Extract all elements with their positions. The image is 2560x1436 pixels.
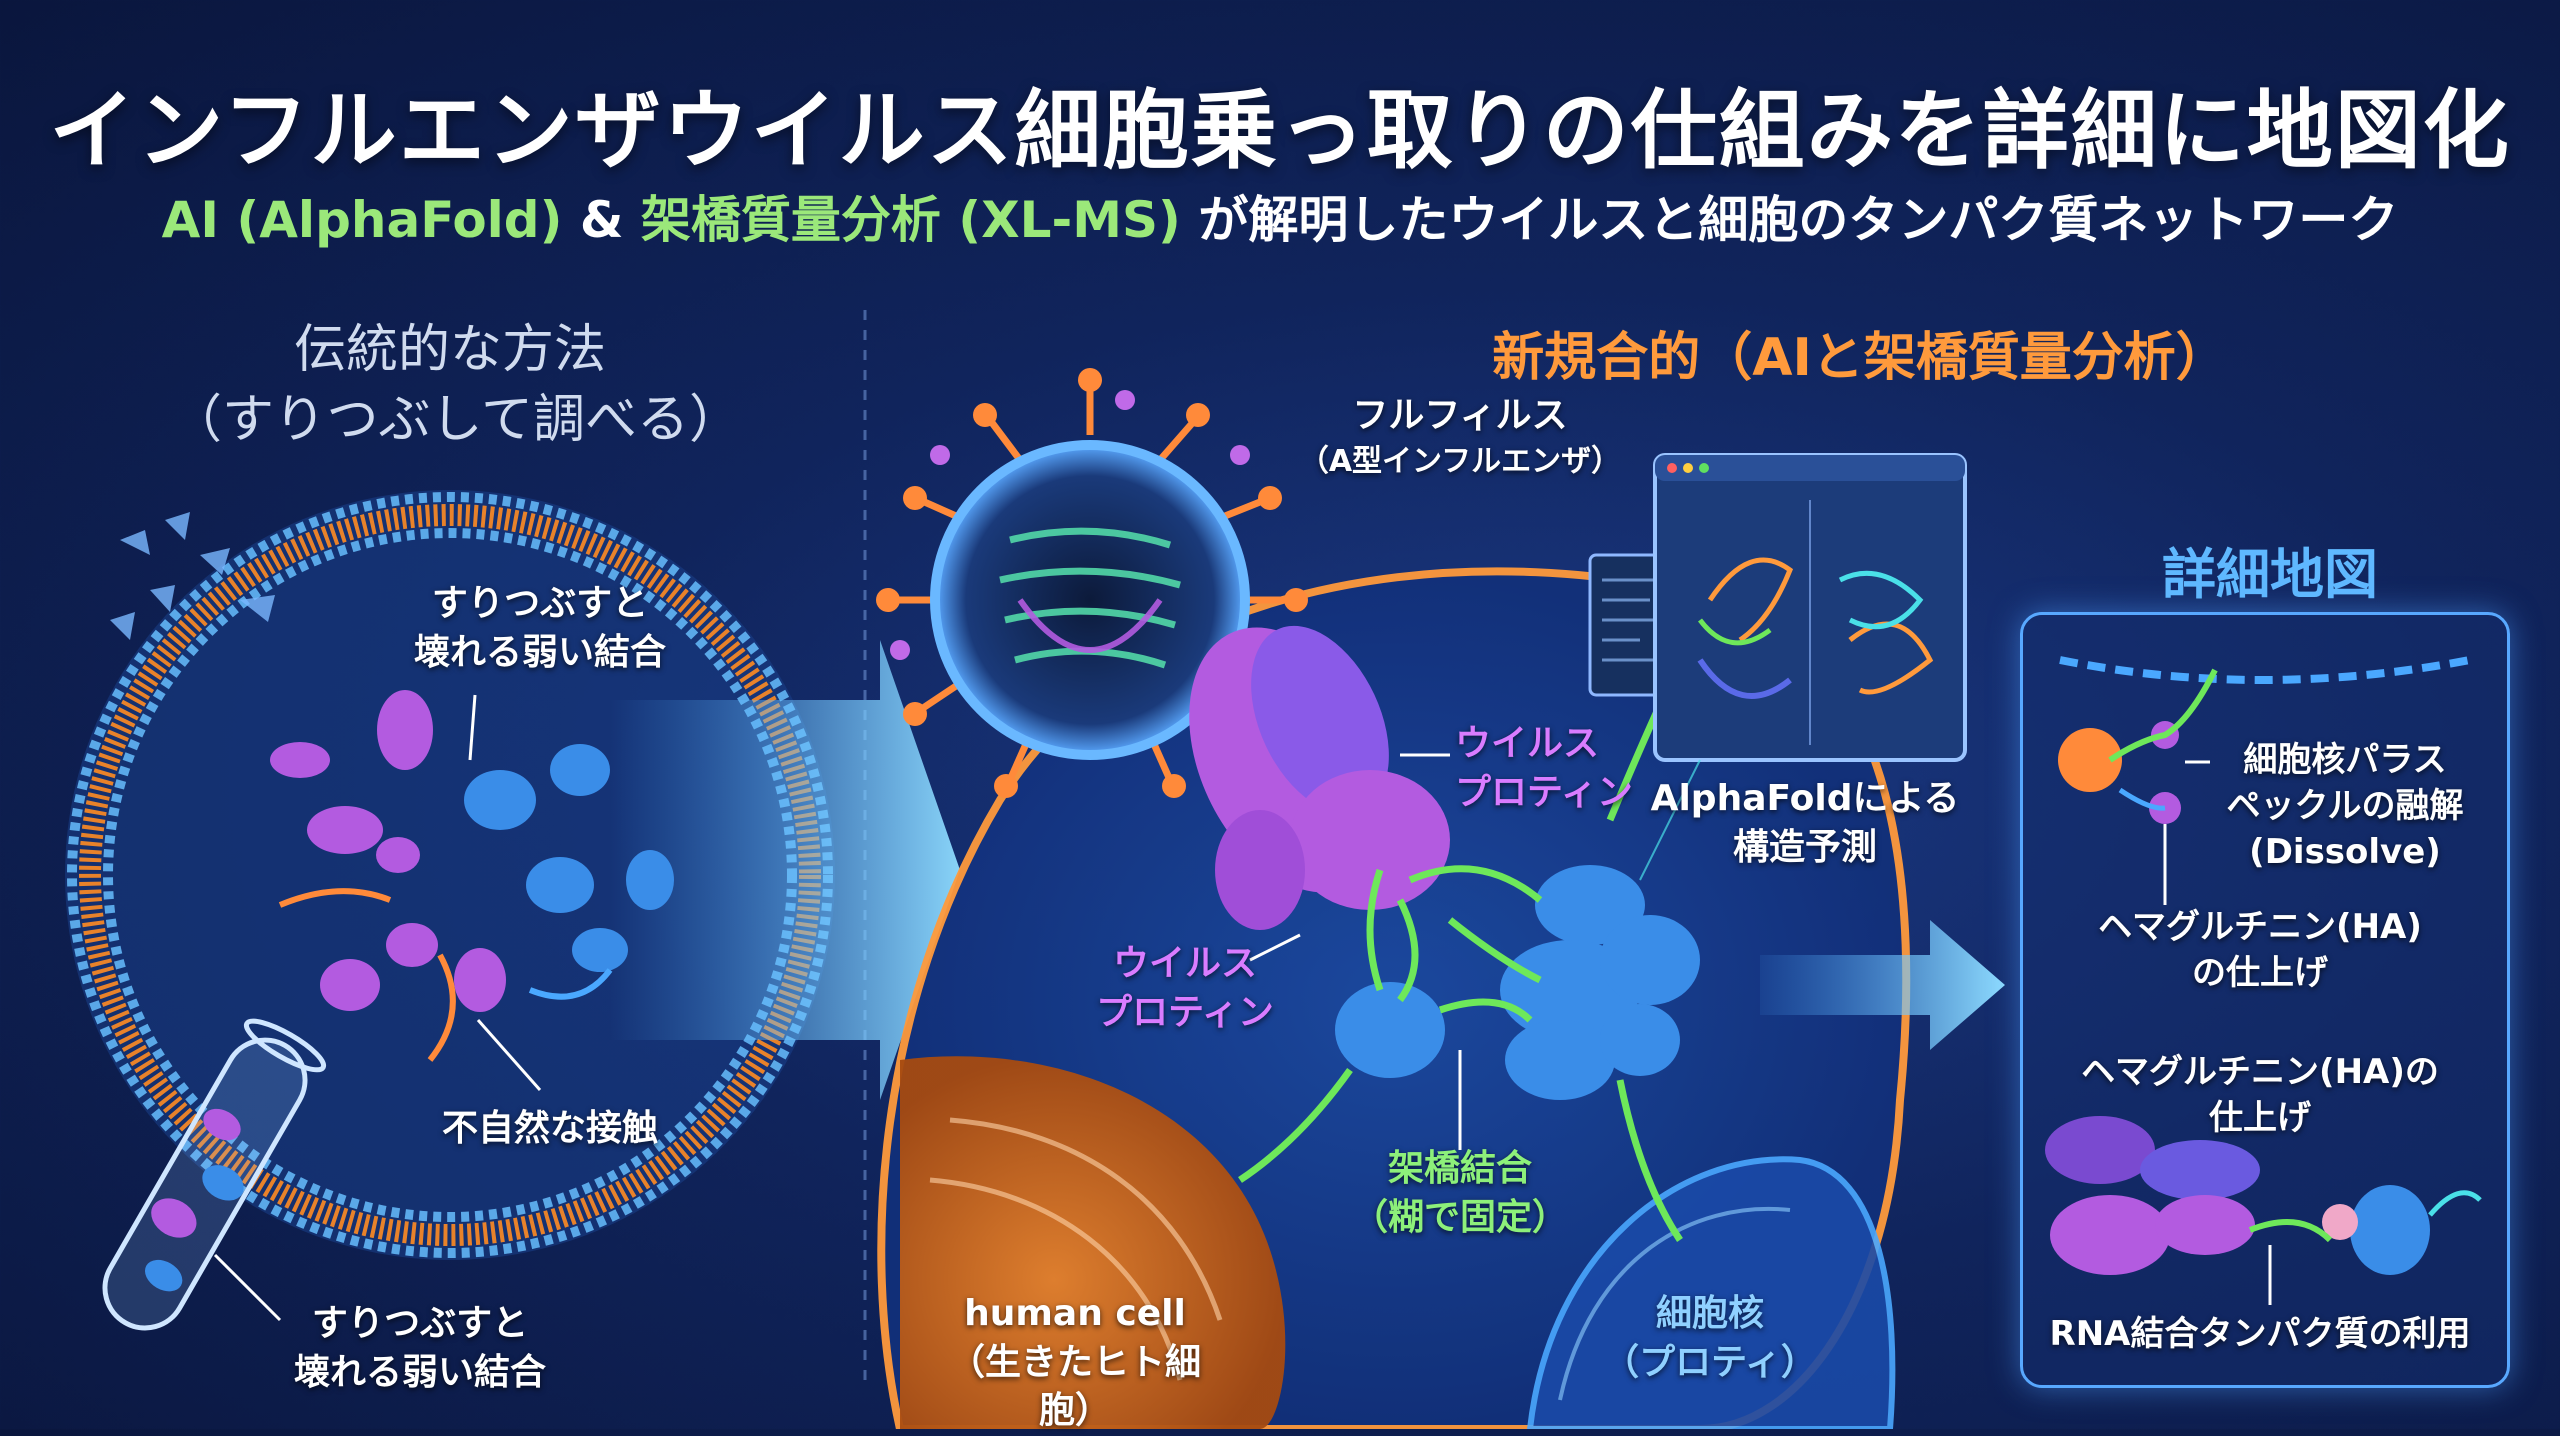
label-ha-finish-1: ヘマグルチニン(HA) の仕上げ bbox=[2098, 907, 2422, 993]
transition-arrow-2 bbox=[1760, 920, 2005, 1050]
page-title: インフルエンザウイルス細胞乗っ取りの仕組みを詳細に地図化 bbox=[49, 81, 2511, 181]
label-viral-protein-2: ウイルス プロティン bbox=[1096, 943, 1274, 1033]
label-unnatural-contact: 不自然な接触 bbox=[441, 1108, 658, 1149]
label-viral-protein-1: ウイルス プロティン bbox=[1455, 723, 1633, 813]
human-nucleus bbox=[900, 1056, 1286, 1429]
subtitle-xlms: 架橋質量分析 (XL-MS) bbox=[640, 191, 1181, 249]
traditional-heading-line2: （すりつぶして調べる） bbox=[170, 390, 741, 451]
alphafold-screen bbox=[1588, 453, 1967, 762]
label-alphafold: AlphaFoldによる 構造予測 bbox=[1650, 778, 1960, 868]
subtitle-amp: & bbox=[562, 191, 641, 249]
label-weak-bond-bottom: すりつぶすと 壊れる弱い結合 bbox=[293, 1303, 546, 1393]
subtitle-rest: が解明したウイルスと細胞のタンパク質ネットワーク bbox=[1180, 191, 2399, 249]
virus-name: フルフィルス bbox=[1352, 395, 1568, 436]
label-nucleus-dissolve: 細胞核パラス ペックルの融解 (Dissolve) bbox=[2226, 740, 2464, 872]
virus-type: （A型インフルエンザ） bbox=[1298, 444, 1622, 479]
label-human-cell: human cell （生きたヒト細胞） bbox=[948, 1293, 1201, 1432]
host-protein-clusters bbox=[1335, 865, 1700, 1100]
protein-fragments-left bbox=[270, 690, 674, 1062]
subtitle-ai: AI (AlphaFold) bbox=[161, 191, 563, 249]
alphafold-pointer bbox=[1639, 759, 1701, 881]
traditional-heading: 伝統的な方法 （すりつぶして調べる） bbox=[170, 315, 741, 455]
label-nucleus: 細胞核 （プロティ） bbox=[1603, 1293, 1817, 1383]
viral-protein-complex bbox=[1189, 625, 1450, 930]
transition-arrow-1 bbox=[610, 640, 960, 1100]
detail-map-heading: 詳細地図 bbox=[2162, 543, 2378, 606]
cell-nucleus-blue bbox=[1526, 1156, 1896, 1429]
test-tube bbox=[102, 1018, 327, 1331]
pointer-lines-middle bbox=[1249, 753, 1462, 1150]
label-ha-finish-2: ヘマグルチニン(HA)の 仕上げ bbox=[2081, 1052, 2439, 1138]
traditional-heading-line1: 伝統的な方法 bbox=[293, 320, 606, 380]
new-method-heading: 新規合的（AIと架橋質量分析） bbox=[1492, 328, 2228, 388]
label-rna-binding: RNA結合タンパク質の利用 bbox=[2049, 1314, 2471, 1354]
label-weak-bond-top: すりつぶすと 壊れる弱い結合 bbox=[413, 583, 666, 673]
label-crosslink: 架橋結合 （糊で固定） bbox=[1351, 1148, 1568, 1238]
page-subtitle: AI (AlphaFold) & 架橋質量分析 (XL-MS) が解明したウイル… bbox=[0, 180, 2560, 252]
influenza-virion bbox=[876, 368, 1308, 798]
membrane-fragments bbox=[110, 512, 275, 640]
pointer-lines-left bbox=[213, 694, 542, 1322]
